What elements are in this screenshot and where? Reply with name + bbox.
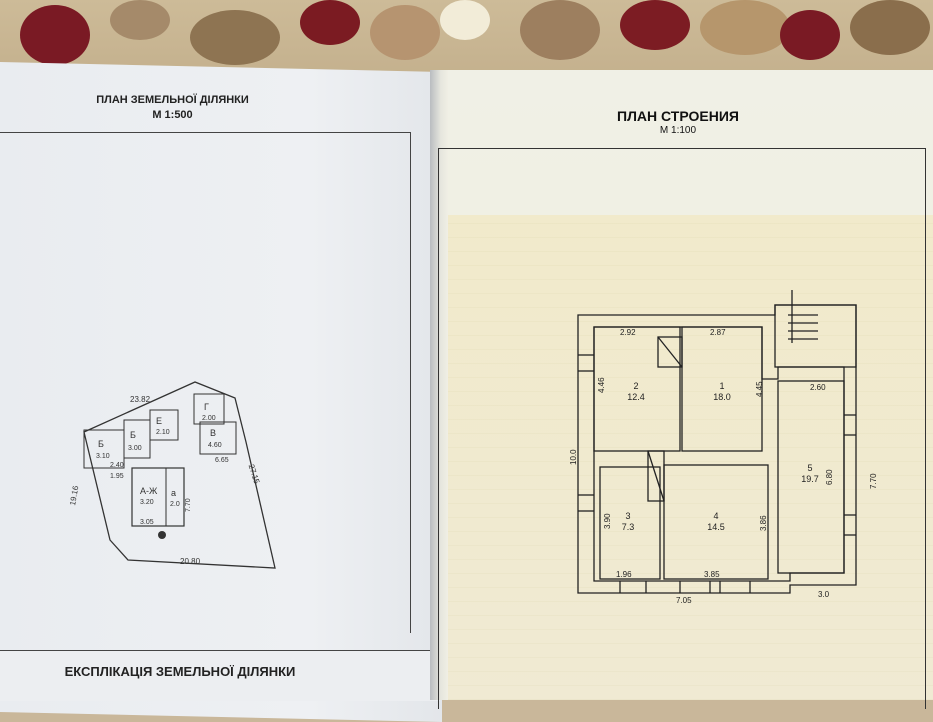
flower-decoration [520,0,600,60]
dim-room4-height: 3.86 [759,515,768,531]
annex-value: 2.0 [170,501,180,508]
dim-bottom-label: 20.80 [180,557,201,566]
building-b1-value: 3.10 [96,453,110,460]
dim-bottom-right: 3.0 [818,590,830,599]
flower-decoration [780,10,840,60]
book-gutter [430,70,448,700]
chimney-outline [647,450,665,502]
building-e-value: 2.10 [156,429,170,436]
flower-decoration [620,0,690,50]
main-house-value: 3.20 [140,499,154,506]
porch-outline [774,304,857,368]
right-page-scale: М 1:100 [659,125,697,136]
small-building-dim2: 1.95 [110,473,124,480]
room-2-number: 2 [633,381,638,391]
explication-bar [0,650,440,701]
building-g-label: Г [204,402,209,412]
floor-plan-drawing: 2.92 2.87 2.60 4.46 4.45 10.0 3.90 3.86 … [569,290,878,605]
dim-bottom-total: 7.05 [676,596,692,605]
room-2-outline [593,326,681,452]
main-house-label: А-Ж [140,486,158,496]
room-1-number: 1 [719,381,724,391]
flower-decoration [700,0,790,55]
room-1-area: 18.0 [713,392,731,402]
main-house-width: 3.05 [140,519,154,526]
left-page-title: ПЛАН ЗЕМЕЛЬНОЇ ДІЛЯНКИ [96,94,249,106]
outer-wall [577,304,857,594]
right-page-frame [438,148,926,709]
room-1-outline [681,326,763,452]
room-5-number: 5 [807,463,812,473]
flower-decoration [440,0,490,40]
dim-room2-height: 4.46 [597,377,606,393]
room-4-outline [663,464,769,580]
dim-room5-height: 6.80 [825,469,834,485]
dim-top-label: 23.82 [130,395,151,404]
inner-wall [593,326,845,582]
room-2-area: 12.4 [627,392,645,402]
room-4-number: 4 [713,511,718,521]
flower-decoration [850,0,930,55]
room-4-area: 14.5 [707,522,725,532]
building-v-value: 4.60 [208,442,222,449]
dim-right-total: 7.70 [869,473,878,489]
building-v-label: В [210,428,216,438]
room-3-outline [599,466,661,580]
room-5-area: 19.7 [801,474,819,484]
building-e-label: Е [156,416,162,426]
land-plot-drawing: 23.82 19.16 20.80 27.15 Б 3.10 Б 3.00 Е … [70,381,276,569]
room-3-area: 7.3 [622,522,635,532]
flower-decoration [20,5,90,65]
tracing-paper-overlay [447,215,933,700]
dim-total-height: 10.0 [569,449,578,465]
left-page-scale: М 1:500 [152,109,193,121]
dim-room1-width: 2.87 [710,328,726,337]
left-page-frame [0,132,411,633]
dim-room1-height: 4.45 [755,381,764,397]
annex-label: а [171,488,176,498]
plot-boundary [83,381,276,569]
flower-decoration [190,10,280,65]
flower-decoration [370,5,440,60]
dim-room5-width: 2.60 [810,383,826,392]
right-page-title: ПЛАН СТРОЕНИЯ [617,108,739,124]
main-house-height: 7.70 [185,498,192,512]
building-v-dim: 6.65 [215,457,229,464]
building-b2-value: 3.00 [128,445,142,452]
flower-decoration [300,0,360,45]
building-g-value: 2.00 [202,415,216,422]
dim-room2-width: 2.92 [620,328,636,337]
dim-room4-width: 3.85 [704,570,720,579]
explication-title: ЕКСПЛІКАЦІЯ ЗЕМЕЛЬНОЇ ДІЛЯНКИ [64,664,296,679]
small-building-dim1: 2.40 [110,462,124,469]
room-3-number: 3 [625,511,630,521]
dim-right-label: 27.15 [247,463,262,485]
dim-room3-height: 3.90 [603,513,612,529]
room-5-outline [777,380,845,574]
dim-left-label: 19.16 [70,484,80,506]
flower-decoration [110,0,170,40]
building-b2-label: Б [130,430,136,440]
stove-outline [657,336,683,368]
building-b1-label: Б [98,439,104,449]
dim-room3-width: 1.96 [616,570,632,579]
